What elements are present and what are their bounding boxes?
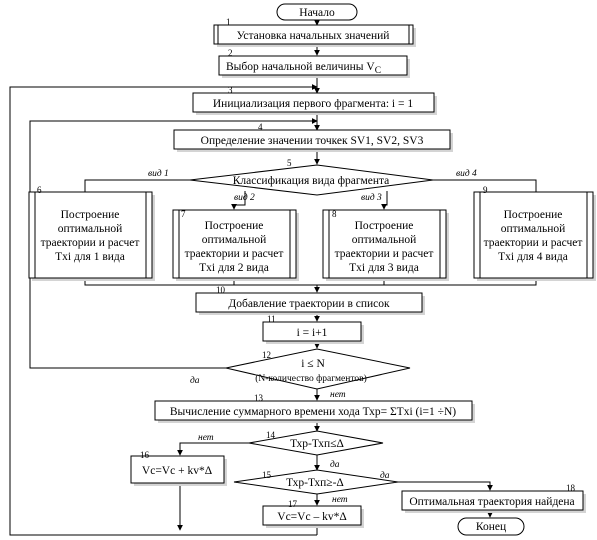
svg-text:3: 3 — [228, 85, 233, 95]
block-1-init-values: Установка начальных значений 1 — [213, 17, 416, 47]
svg-text:Конец: Конец — [476, 521, 506, 533]
svg-text:траектории и расчет: траектории и расчет — [41, 237, 140, 249]
block-6-kind1: Построение оптимальной траектории и расч… — [28, 185, 155, 281]
svg-text:5: 5 — [287, 158, 292, 168]
svg-text:траектории и расчет: траектории и расчет — [185, 248, 284, 260]
svg-text:12: 12 — [262, 350, 271, 360]
block-8-kind3: Построение оптимальной траектории и расч… — [322, 209, 449, 281]
svg-text:1: 1 — [226, 17, 231, 27]
block-11-increment: i = i+1 11 — [262, 314, 364, 344]
svg-text:оптимальной: оптимальной — [58, 223, 123, 235]
block-13-total-time: Вычисление суммарного времени хода Тхр= … — [154, 393, 475, 423]
svg-text:да: да — [190, 375, 200, 386]
svg-text:18: 18 — [566, 483, 576, 493]
svg-text:13: 13 — [254, 393, 264, 403]
svg-text:2: 2 — [228, 48, 233, 58]
svg-text:оптимальной: оптимальной — [202, 234, 267, 246]
svg-text:Txi для 4 вида: Txi для 4 вида — [498, 251, 568, 263]
svg-text:9: 9 — [483, 185, 488, 195]
svg-text:i = i+1: i = i+1 — [297, 327, 328, 339]
decision-14-upper-check: Тхр-Тхп≤Δ 14 нет да — [198, 430, 384, 470]
svg-text:Vc=Vc – kv*Δ: Vc=Vc – kv*Δ — [277, 511, 346, 523]
svg-text:Тхр-Тхп≥-Δ: Тхр-Тхп≥-Δ — [286, 477, 344, 489]
svg-text:Txi для 1 вида: Txi для 1 вида — [55, 251, 125, 263]
svg-text:Построение: Построение — [205, 220, 264, 232]
block-10-add-trajectory: Добавление траектории в список 10 — [195, 285, 425, 315]
svg-text:Оптимальная траектория найдена: Оптимальная траектория найдена — [409, 496, 574, 508]
decision-5-classify: Классификация вида фрагмента 5 вид 1 вид… — [148, 158, 477, 203]
svg-text:8: 8 — [332, 209, 337, 219]
svg-text:Построение: Построение — [504, 209, 563, 221]
svg-text:Добавление траектории в список: Добавление траектории в список — [228, 298, 390, 310]
decision-12-fragments: i ≤ N (N-количество фрагментов) 12 да не… — [190, 348, 411, 400]
svg-text:вид 3: вид 3 — [361, 192, 382, 203]
svg-text:15: 15 — [262, 470, 272, 480]
svg-text:11: 11 — [267, 314, 276, 324]
svg-text:оптимальной: оптимальной — [501, 223, 566, 235]
svg-text:Txi для 2 вида: Txi для 2 вида — [199, 262, 269, 274]
svg-text:6: 6 — [37, 185, 42, 195]
svg-text:да: да — [380, 470, 390, 481]
svg-text:Классификация вида фрагмента: Классификация вида фрагмента — [233, 175, 390, 187]
start-terminal: Начало — [276, 3, 358, 21]
svg-text:17: 17 — [288, 499, 298, 509]
svg-text:Инициализация первого фрагмент: Инициализация первого фрагмента: i = 1 — [213, 98, 413, 110]
svg-text:Определение значении точкек SV: Определение значении точкек SV1, SV2, SV… — [201, 135, 424, 147]
svg-text:нет: нет — [332, 495, 348, 505]
svg-text:16: 16 — [140, 450, 150, 460]
block-3-init-fragment: Инициализация первого фрагмента: i = 1 3 — [192, 85, 437, 115]
svg-text:да: да — [330, 459, 340, 470]
block-17-decrease-speed: Vc=Vc – kv*Δ 17 — [262, 499, 364, 528]
svg-text:вид 4: вид 4 — [456, 168, 477, 179]
svg-text:Выбор начальной величины VC: Выбор начальной величины VC — [226, 61, 381, 76]
svg-text:Вычисление суммарного времени: Вычисление суммарного времени хода Тхр= … — [170, 406, 456, 418]
svg-text:нет: нет — [330, 390, 346, 400]
svg-text:оптимальной: оптимальной — [352, 234, 417, 246]
svg-text:Txi для 3 вида: Txi для 3 вида — [349, 262, 419, 274]
end-terminal: Конец — [457, 517, 525, 536]
svg-text:траектории и расчет: траектории и расчет — [484, 237, 583, 249]
block-9-kind4: Построение оптимальной траектории и расч… — [473, 185, 596, 281]
svg-text:Построение: Построение — [355, 220, 414, 232]
block-7-kind2: Построение оптимальной траектории и расч… — [172, 209, 299, 281]
svg-text:i ≤ N: i ≤ N — [301, 358, 325, 370]
svg-text:10: 10 — [216, 285, 226, 295]
block-2-initial-speed: Выбор начальной величины VC 2 — [218, 48, 410, 78]
block-16-increase-speed: Vc=Vc + kv*Δ 16 — [130, 450, 227, 486]
svg-text:траектории и расчет: траектории и расчет — [335, 248, 434, 260]
svg-text:(N-количество фрагментов): (N-количество фрагментов) — [255, 373, 367, 384]
svg-text:Установка начальных значений: Установка начальных значений — [237, 30, 390, 42]
svg-text:Построение: Построение — [61, 209, 120, 221]
decision-15-lower-check: Тхр-Тхп≥-Δ 15 да нет — [233, 469, 399, 505]
svg-text:14: 14 — [266, 430, 276, 440]
svg-text:нет: нет — [198, 433, 214, 443]
block-4-determine-points: Определение значении точкек SV1, SV2, SV… — [173, 122, 453, 152]
svg-text:Начало: Начало — [299, 7, 335, 19]
svg-text:7: 7 — [181, 209, 186, 219]
svg-text:Тхр-Тхп≤Δ: Тхр-Тхп≤Δ — [290, 438, 344, 450]
svg-text:вид 2: вид 2 — [234, 192, 255, 203]
block-18-found: Оптимальная траектория найдена 18 — [401, 483, 586, 513]
svg-text:вид 1: вид 1 — [148, 168, 169, 179]
svg-text:Vc=Vc + kv*Δ: Vc=Vc + kv*Δ — [142, 465, 212, 477]
svg-text:4: 4 — [258, 122, 263, 132]
